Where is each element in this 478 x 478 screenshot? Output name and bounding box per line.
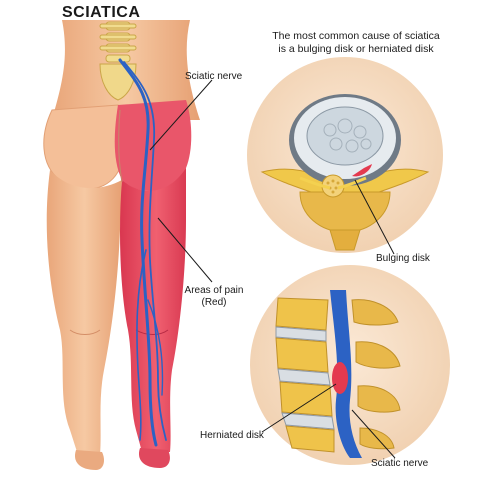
caption-line-1: The most common cause of sciatica bbox=[272, 30, 440, 42]
label-herniated-disk: Herniated disk bbox=[200, 430, 264, 441]
label-sciatic-nerve-top: Sciatic nerve bbox=[185, 71, 243, 82]
caption-line-2: is a bulging disk or herniated disk bbox=[278, 43, 434, 55]
pain-area-pointer bbox=[157, 217, 213, 283]
page-title: SCIATICA bbox=[62, 4, 141, 21]
bulging-disk-panel bbox=[247, 57, 443, 255]
spinous-processes bbox=[351, 299, 401, 450]
label-areas-of-pain: Areas of pain (Red) bbox=[184, 285, 244, 309]
sciatic-nerve-pointer bbox=[149, 79, 213, 151]
left-leg bbox=[46, 170, 122, 455]
label-bulging-disk: Bulging disk bbox=[376, 253, 430, 264]
right-foot bbox=[138, 448, 170, 468]
disk-nucleus bbox=[306, 106, 384, 166]
intervertebral-disks bbox=[275, 326, 335, 430]
vertebral-bodies-side bbox=[275, 297, 335, 453]
left-foot bbox=[74, 450, 104, 470]
label-areas-of-pain-line1: Areas of pain bbox=[184, 285, 244, 296]
sacrum-bone bbox=[99, 63, 137, 101]
body-back-view bbox=[43, 20, 200, 470]
label-sciatic-nerve-bottom: Sciatic nerve bbox=[371, 458, 429, 469]
lumbar-vertebrae bbox=[99, 21, 137, 63]
label-areas-of-pain-line2: (Red) bbox=[201, 297, 227, 308]
sciatic-nerve-path bbox=[118, 58, 167, 447]
herniated-disk-panel bbox=[250, 265, 450, 465]
caption: The most common cause of sciatica is a b… bbox=[243, 30, 469, 56]
disk-bulge bbox=[352, 164, 372, 177]
herniation-red bbox=[332, 362, 348, 394]
